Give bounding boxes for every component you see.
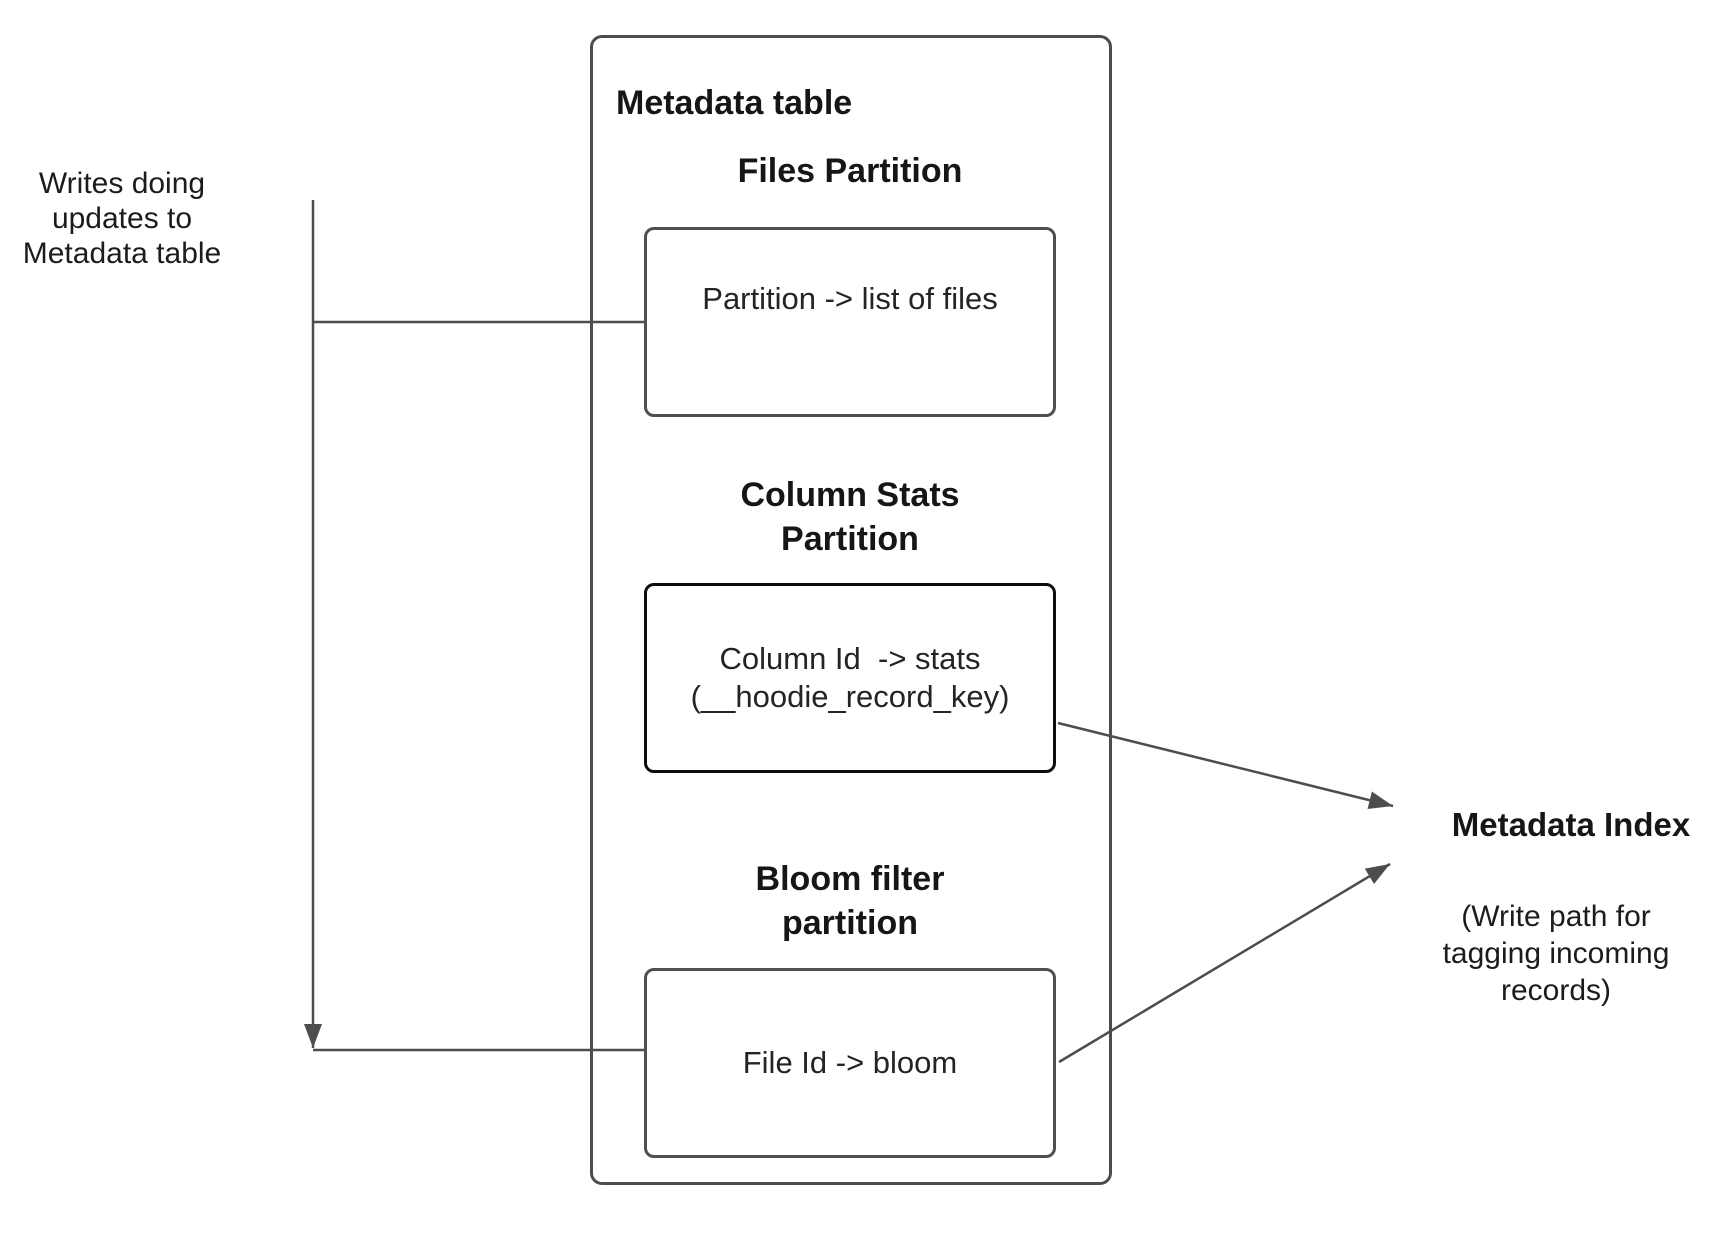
bloom-filter-partition-heading: Bloom filter partition [755, 860, 945, 942]
files-partition-box: Partition -> list of files [644, 227, 1056, 417]
metadata-index-subtitle: (Write path for tagging incoming records… [1442, 900, 1670, 1007]
bloom-filter-partition-body: File Id -> bloom [742, 1045, 958, 1080]
column-stats-partition-heading: Column Stats Partition [740, 476, 960, 558]
metadata-index-title: Metadata Index [1451, 806, 1691, 843]
column-stats-partition-body: Column Id -> stats (__hoodie_record_key) [690, 641, 1010, 714]
files-partition-heading: Files Partition [737, 152, 963, 190]
bloom-filter-partition-box: File Id -> bloom [644, 968, 1056, 1158]
metadata-table-box [590, 35, 1112, 1185]
files-partition-body: Partition -> list of files [702, 281, 998, 316]
metadata-table-title: Metadata table [616, 84, 853, 122]
column-stats-partition-box: Column Id -> stats (__hoodie_record_key) [644, 583, 1056, 773]
writes-note-label: Writes doing updates to Metadata table [22, 167, 222, 270]
